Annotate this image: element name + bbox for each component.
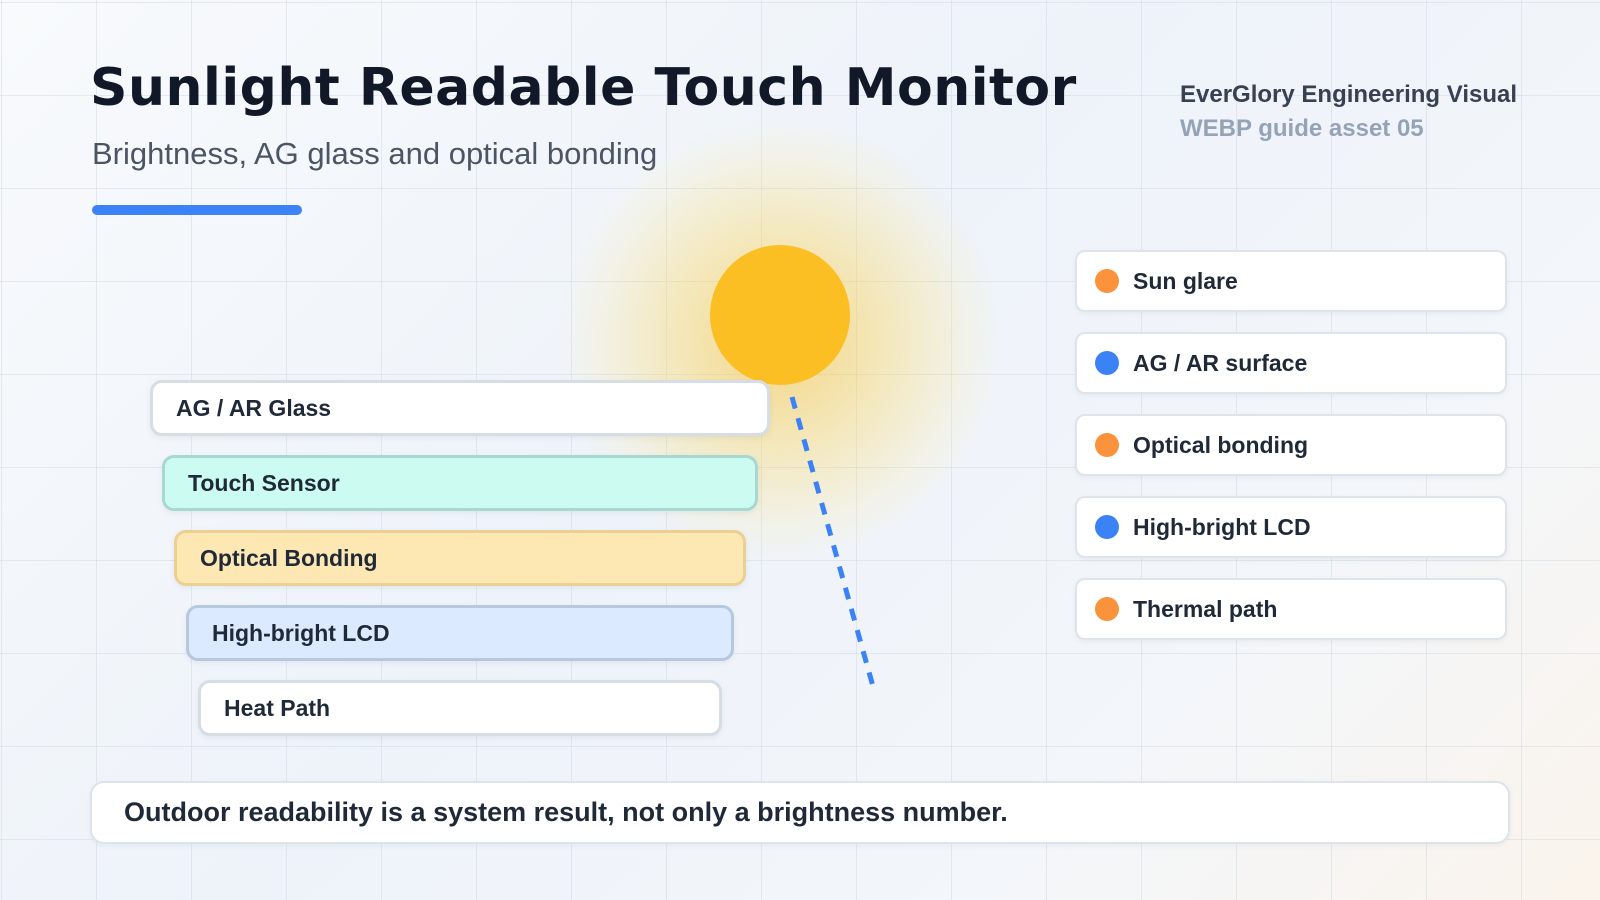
footer-note: Outdoor readability is a system result, … xyxy=(90,781,1510,844)
orange-dot-icon xyxy=(1095,269,1119,293)
legend-label: High-bright LCD xyxy=(1133,513,1311,540)
brand-block: EverGlory Engineering Visual WEBP guide … xyxy=(1180,78,1517,146)
legend-label: Optical bonding xyxy=(1133,431,1309,458)
layer-heat-path: Heat Path xyxy=(198,680,722,736)
legend-item-optical-bonding: Optical bonding xyxy=(1075,414,1507,476)
legend-label: AG / AR surface xyxy=(1133,349,1308,376)
brand-asset-label: WEBP guide asset 05 xyxy=(1180,115,1424,142)
orange-dot-icon xyxy=(1095,597,1119,621)
layer-ag-ar-glass: AG / AR Glass xyxy=(150,380,770,436)
brand-name: EverGlory Engineering Visual xyxy=(1180,81,1518,108)
layer-optical-bonding: Optical Bonding xyxy=(174,530,746,586)
legend-item-ag-ar-surface: AG / AR surface xyxy=(1075,332,1507,394)
layer-touch-sensor: Touch Sensor xyxy=(162,455,758,511)
legend-item-high-bright-lcd: High-bright LCD xyxy=(1075,496,1507,558)
blue-dot-icon xyxy=(1095,515,1119,539)
orange-dot-icon xyxy=(1095,433,1119,457)
layer-high-bright-lcd: High-bright LCD xyxy=(186,605,734,661)
light-ray-line xyxy=(789,396,877,691)
blue-dot-icon xyxy=(1095,351,1119,375)
sun-icon xyxy=(710,245,850,385)
page-title: Sunlight Readable Touch Monitor xyxy=(90,58,1077,118)
legend-list: Sun glare AG / AR surface Optical bondin… xyxy=(1075,250,1507,660)
legend-item-thermal-path: Thermal path xyxy=(1075,578,1507,640)
page-subtitle: Brightness, AG glass and optical bonding xyxy=(92,136,658,171)
legend-label: Sun glare xyxy=(1133,267,1238,294)
accent-bar xyxy=(92,205,302,215)
legend-item-sun-glare: Sun glare xyxy=(1075,250,1507,312)
legend-label: Thermal path xyxy=(1133,595,1278,622)
